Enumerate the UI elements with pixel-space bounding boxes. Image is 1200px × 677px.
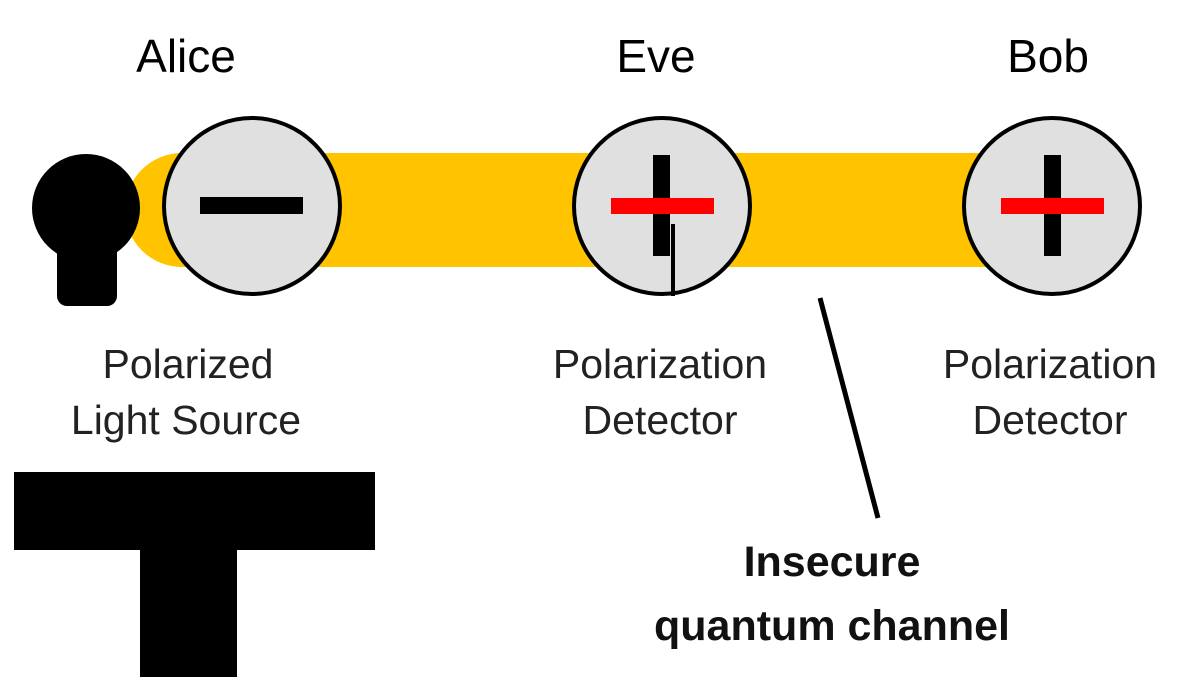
channel-label-line1: Insecure [744, 538, 921, 586]
alice-label: Alice [136, 30, 236, 82]
eve-device-label-line2: Detector [583, 397, 738, 443]
bob-label: Bob [1007, 30, 1089, 82]
bob-device-label-line2: Detector [973, 397, 1128, 443]
bob-detector-icon [962, 116, 1142, 296]
t-shape-icon [14, 472, 375, 677]
eve-label: Eve [616, 30, 695, 82]
bob-device-label-line1: Polarization [943, 341, 1157, 387]
eve-device-label-line1: Polarization [553, 341, 767, 387]
alice-polarizer-icon [162, 116, 342, 296]
alice-device-label-line2: Light Source [71, 397, 301, 443]
channel-label-line2: quantum channel [654, 602, 1010, 650]
light-bulb-icon [32, 154, 140, 306]
alice-device-label-line1: Polarized [103, 341, 274, 387]
eve-detector-icon [572, 116, 752, 296]
channel-callout-line [817, 297, 881, 519]
